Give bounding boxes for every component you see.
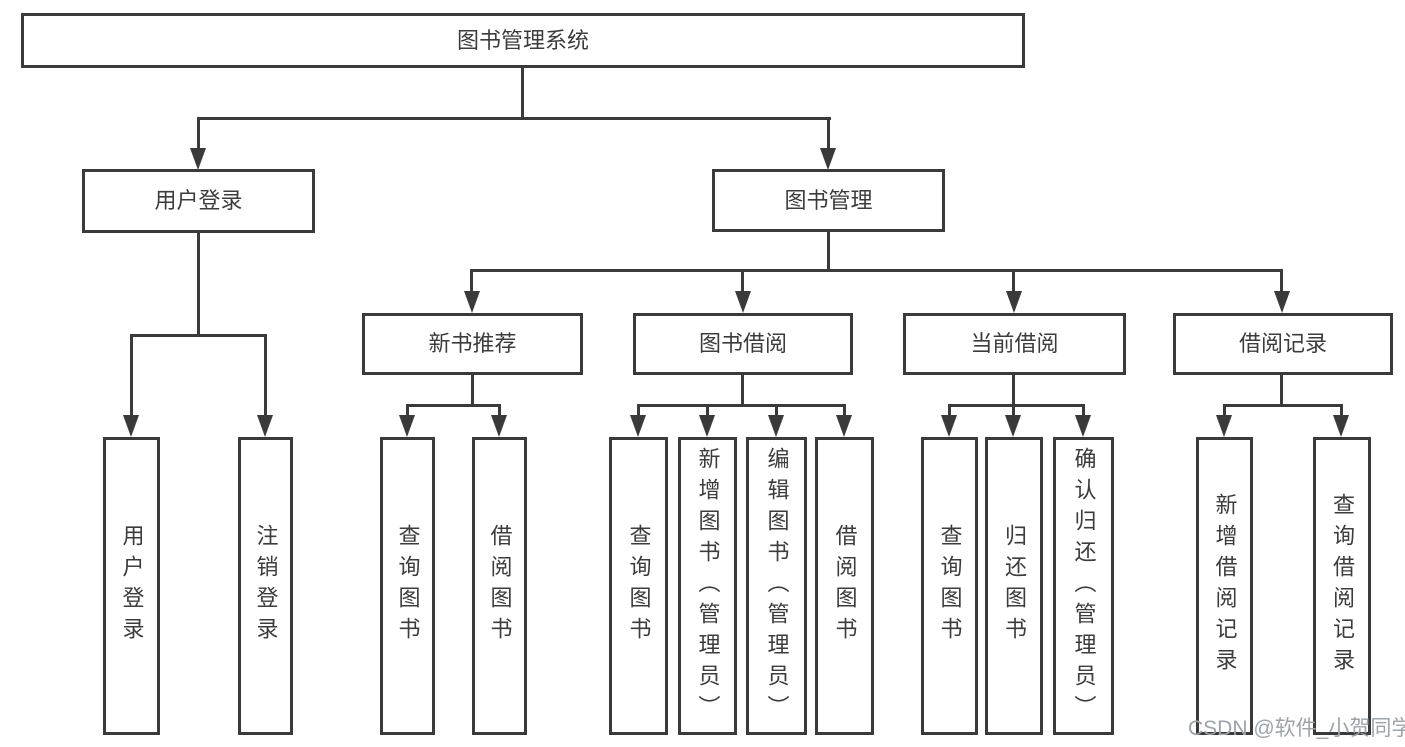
leaf-query-borrow-record: 查询借阅记录 — [1313, 437, 1371, 735]
connector-line — [264, 334, 267, 417]
arrow-down-icon — [1333, 415, 1349, 437]
node-book-borrowing: 图书借阅 — [633, 313, 853, 375]
leaf-current-query-books: 查询图书 — [921, 437, 978, 735]
connector-line — [197, 233, 200, 336]
node-label: 确认归还（管理员） — [1071, 446, 1097, 726]
arrow-down-icon — [735, 291, 751, 313]
node-label: 新书推荐 — [428, 331, 517, 356]
arrow-down-icon — [699, 415, 715, 437]
connector-line — [637, 404, 640, 417]
connector-line — [470, 269, 1283, 272]
node-library-system: 图书管理系统 — [21, 13, 1025, 68]
connector-line — [1280, 375, 1283, 406]
connector-line — [775, 404, 778, 417]
arrow-down-icon — [491, 415, 507, 437]
node-current-borrowing: 当前借阅 — [903, 313, 1126, 375]
connector-line — [406, 404, 409, 417]
arrow-down-icon — [941, 415, 957, 437]
node-user-login: 用户登录 — [82, 169, 315, 233]
node-label: 借阅图书 — [487, 524, 513, 648]
arrow-down-icon — [464, 291, 480, 313]
connector-line — [1280, 269, 1283, 293]
connector-line — [1223, 404, 1226, 417]
arrow-down-icon — [399, 415, 415, 437]
arrow-down-icon — [1274, 291, 1290, 313]
node-label: 新增借阅记录 — [1212, 493, 1238, 679]
arrow-down-icon — [630, 415, 646, 437]
node-label: 用户登录 — [119, 524, 145, 648]
connector-line — [406, 404, 501, 407]
connector-line — [706, 404, 709, 417]
connector-line — [197, 117, 200, 150]
node-borrowing-records: 借阅记录 — [1173, 313, 1393, 375]
leaf-edit-books-admin: 编辑图书（管理员） — [746, 437, 807, 735]
leaf-recommend-query-books: 查询图书 — [380, 437, 435, 735]
leaf-logout: 注销登录 — [238, 437, 293, 735]
node-label: 查询图书 — [937, 524, 963, 648]
connector-line — [130, 334, 133, 417]
node-label: 图书管理 — [784, 187, 873, 213]
connector-line — [827, 117, 830, 150]
connector-line — [521, 68, 524, 119]
arrow-down-icon — [820, 148, 836, 170]
connector-line — [741, 269, 744, 293]
node-label: 图书管理系统 — [456, 27, 589, 53]
arrow-down-icon — [768, 415, 784, 437]
node-label: 归还图书 — [1002, 524, 1027, 648]
node-new-book-recommend: 新书推荐 — [362, 313, 583, 375]
node-label: 查询图书 — [395, 524, 421, 648]
arrow-down-icon — [1006, 291, 1022, 313]
leaf-user-login: 用户登录 — [103, 437, 160, 735]
connector-line — [1340, 404, 1343, 417]
node-label: 用户登录 — [154, 188, 243, 213]
connector-line — [197, 117, 831, 120]
arrow-down-icon — [1075, 415, 1091, 437]
connector-line — [470, 269, 473, 293]
connector-line — [948, 404, 1085, 407]
leaf-add-books-admin: 新增图书（管理员） — [678, 437, 737, 735]
arrow-down-icon — [123, 415, 139, 437]
node-label: 新增图书（管理员） — [695, 446, 721, 726]
leaf-return-books: 归还图书 — [985, 437, 1043, 735]
connector-line — [130, 334, 267, 337]
arrow-down-icon — [836, 415, 852, 437]
node-label: 编辑图书（管理员） — [764, 446, 790, 726]
node-book-management: 图书管理 — [712, 169, 945, 232]
connector-line — [1082, 404, 1085, 417]
node-label: 图书借阅 — [698, 331, 787, 356]
leaf-borrowing-borrow-books: 借阅图书 — [815, 437, 874, 735]
connector-line — [471, 375, 474, 406]
arrow-down-icon — [257, 415, 273, 437]
connector-line — [498, 404, 501, 417]
connector-line — [843, 404, 846, 417]
node-label: 查询图书 — [626, 524, 652, 648]
arrow-down-icon — [1216, 415, 1232, 437]
node-label: 借阅记录 — [1238, 331, 1327, 356]
leaf-confirm-return-admin: 确认归还（管理员） — [1053, 437, 1114, 735]
arrow-down-icon — [1005, 415, 1021, 437]
node-label: 借阅图书 — [832, 524, 858, 648]
node-label: 当前借阅 — [970, 331, 1059, 356]
connector-line — [1012, 269, 1015, 293]
connector-line — [948, 404, 951, 417]
connector-line — [827, 232, 830, 272]
connector-line — [637, 404, 846, 407]
leaf-borrowing-query-books: 查询图书 — [609, 437, 668, 735]
node-label: 注销登录 — [253, 524, 279, 648]
node-label: 查询借阅记录 — [1330, 493, 1355, 679]
connector-line — [741, 375, 744, 406]
leaf-recommend-borrow-books: 借阅图书 — [472, 437, 527, 735]
csdn-watermark: CSDN @软件_小贺同学 — [1188, 717, 1405, 740]
leaf-add-borrow-record: 新增借阅记录 — [1196, 437, 1253, 735]
connector-line — [1223, 404, 1343, 407]
connector-line — [1012, 375, 1015, 406]
connector-line — [1012, 404, 1015, 417]
arrow-down-icon — [190, 148, 206, 170]
